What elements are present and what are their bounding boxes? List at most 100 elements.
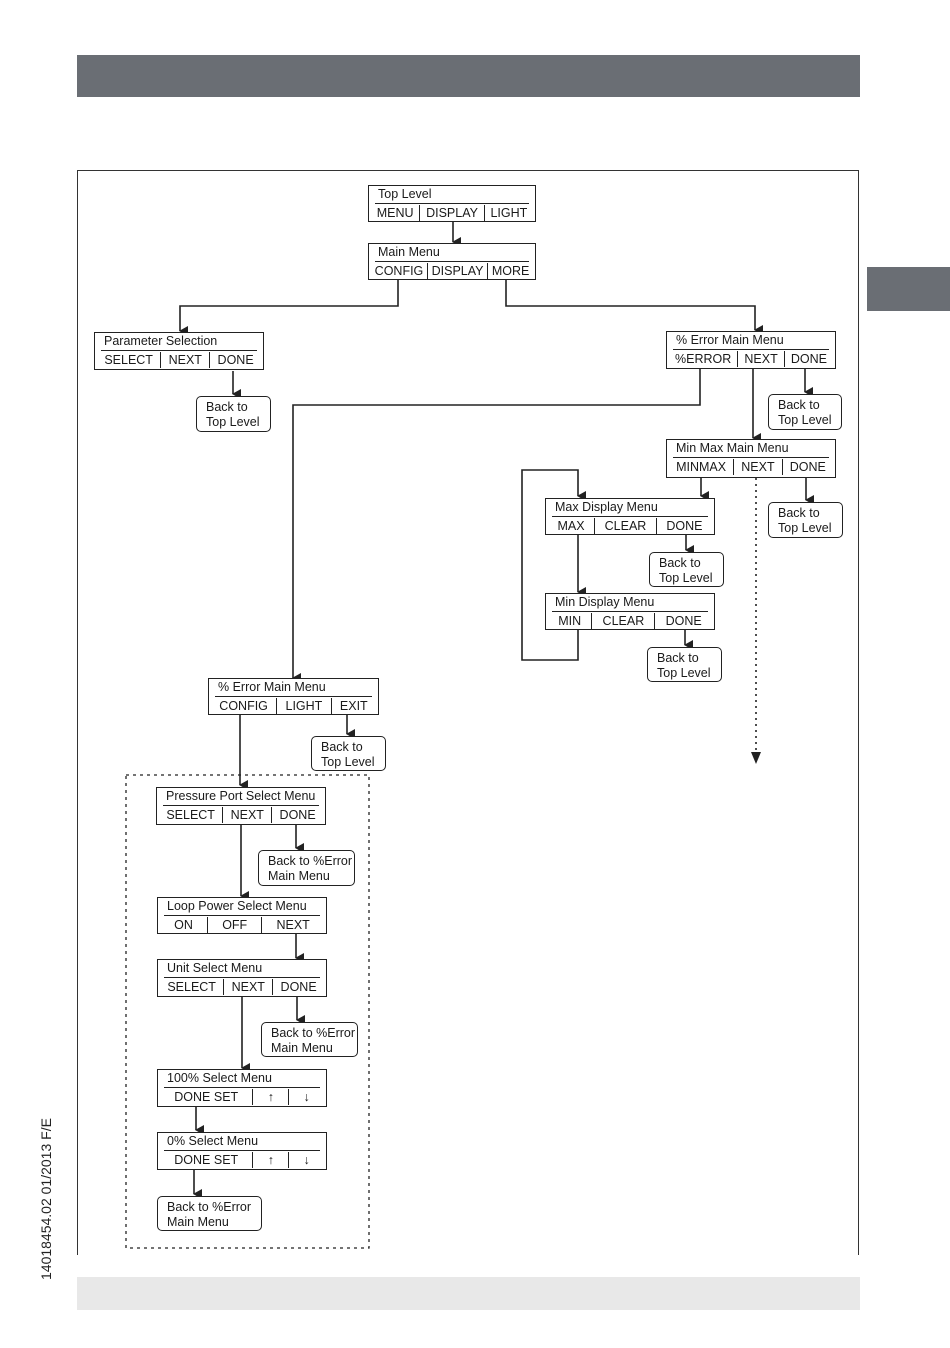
menu-title: Top Level bbox=[378, 187, 432, 201]
option-on: ON bbox=[174, 918, 193, 932]
menu-parameter-selection: Parameter Selection SELECT NEXT DONE bbox=[94, 332, 264, 370]
back-label: Back to %Error bbox=[268, 854, 353, 868]
back-label: Back to bbox=[659, 556, 701, 570]
option-display: DISPLAY bbox=[426, 263, 487, 279]
menu-error-main-right: % Error Main Menu %ERROR NEXT DONE bbox=[666, 331, 836, 369]
option-next: NEXT bbox=[222, 807, 271, 823]
menu-min-display: Min Display Menu MIN CLEAR DONE bbox=[545, 593, 715, 630]
option-more: MORE bbox=[487, 263, 533, 279]
back-label: Top Level bbox=[657, 666, 711, 680]
back-label: Back to bbox=[321, 740, 363, 754]
back-to-top-level: Back to Top Level bbox=[768, 502, 843, 538]
option-done-set: DONE SET bbox=[174, 1090, 239, 1104]
up-arrow-icon: ↑ bbox=[252, 1089, 288, 1105]
option-exit: EXIT bbox=[330, 698, 376, 714]
back-to-error-main-menu: Back to %Error Main Menu bbox=[157, 1196, 262, 1231]
footer-bar bbox=[77, 1277, 860, 1310]
back-to-top-level: Back to Top Level bbox=[768, 394, 842, 430]
down-arrow-icon: ↓ bbox=[288, 1089, 324, 1105]
menu-100-percent-select: 100% Select Menu DONE SET ↑ ↓ bbox=[157, 1069, 327, 1107]
back-label: Main Menu bbox=[271, 1041, 333, 1055]
option-error: %ERROR bbox=[675, 352, 732, 366]
menu-title: % Error Main Menu bbox=[218, 680, 326, 694]
option-select: SELECT bbox=[167, 980, 216, 994]
option-done: DONE bbox=[655, 518, 712, 534]
menu-unit-select: Unit Select Menu SELECT NEXT DONE bbox=[157, 959, 327, 997]
back-label: Back to bbox=[778, 398, 820, 412]
back-label: Back to %Error bbox=[167, 1200, 252, 1214]
option-max: MAX bbox=[557, 519, 585, 533]
option-done: DONE bbox=[783, 351, 833, 367]
back-label: Top Level bbox=[778, 413, 832, 427]
option-minmax: MINMAX bbox=[676, 460, 727, 474]
menu-min-max-main: Min Max Main Menu MINMAX NEXT DONE bbox=[666, 439, 836, 478]
menu-title: Parameter Selection bbox=[104, 334, 218, 348]
back-label: Top Level bbox=[206, 415, 260, 429]
back-label: Main Menu bbox=[167, 1215, 229, 1229]
menu-error-main-left: % Error Main Menu CONFIG LIGHT EXIT bbox=[208, 678, 379, 715]
config-submenu-region bbox=[125, 774, 370, 1249]
menu-max-display: Max Display Menu MAX CLEAR DONE bbox=[545, 498, 715, 535]
option-min: MIN bbox=[558, 614, 582, 628]
option-done: DONE bbox=[209, 352, 261, 368]
menu-loop-power-select: Loop Power Select Menu ON OFF NEXT bbox=[157, 897, 327, 934]
connector-main-to-parameter bbox=[179, 280, 399, 336]
option-next: NEXT bbox=[223, 979, 272, 995]
option-config: CONFIG bbox=[374, 264, 424, 278]
option-done: DONE bbox=[272, 979, 324, 995]
back-label: Top Level bbox=[659, 571, 713, 585]
option-done: DONE bbox=[654, 613, 712, 629]
option-light: LIGHT bbox=[276, 698, 330, 714]
option-next: NEXT bbox=[737, 351, 783, 367]
option-clear: CLEAR bbox=[591, 613, 654, 629]
back-label: Top Level bbox=[778, 521, 832, 535]
option-done-set: DONE SET bbox=[174, 1153, 239, 1167]
menu-0-percent-select: 0% Select Menu DONE SET ↑ ↓ bbox=[157, 1132, 327, 1170]
back-to-top-level: Back to Top Level bbox=[649, 552, 724, 587]
option-off: OFF bbox=[207, 917, 261, 933]
connector-min-loop bbox=[521, 469, 586, 661]
menu-title: 100% Select Menu bbox=[167, 1071, 272, 1085]
back-to-top-level: Back to Top Level bbox=[647, 647, 722, 682]
section-tab bbox=[867, 267, 950, 311]
menu-title: 0% Select Menu bbox=[167, 1134, 259, 1148]
connector-error-to-config bbox=[292, 369, 701, 683]
back-to-top-level: Back to Top Level bbox=[311, 736, 386, 771]
option-display: DISPLAY bbox=[419, 205, 483, 221]
menu-title: Main Menu bbox=[378, 245, 440, 259]
back-label: Top Level bbox=[321, 755, 375, 769]
option-done: DONE bbox=[781, 459, 833, 475]
back-to-top-level: Back to Top Level bbox=[196, 396, 271, 432]
menu-main: Main Menu CONFIG DISPLAY MORE bbox=[368, 243, 536, 280]
menu-title: % Error Main Menu bbox=[676, 333, 784, 347]
header-bar bbox=[77, 55, 860, 97]
menu-top-level: Top Level MENU DISPLAY LIGHT bbox=[368, 185, 536, 222]
menu-title: Min Display Menu bbox=[555, 595, 655, 609]
menu-title: Min Max Main Menu bbox=[676, 441, 789, 455]
option-menu: MENU bbox=[376, 206, 414, 220]
menu-title: Loop Power Select Menu bbox=[167, 899, 307, 913]
option-next: NEXT bbox=[160, 352, 209, 368]
option-clear: CLEAR bbox=[594, 518, 656, 534]
back-label: Back to %Error bbox=[271, 1026, 356, 1040]
back-label: Main Menu bbox=[268, 869, 330, 883]
option-next: NEXT bbox=[261, 917, 324, 933]
option-next: NEXT bbox=[733, 459, 782, 475]
menu-pressure-port-select: Pressure Port Select Menu SELECT NEXT DO… bbox=[156, 787, 326, 825]
back-to-error-main-menu: Back to %Error Main Menu bbox=[258, 850, 355, 886]
diagram-frame bbox=[77, 170, 859, 1255]
back-label: Back to bbox=[657, 651, 699, 665]
dotted-arrowhead bbox=[751, 752, 761, 764]
option-done: DONE bbox=[271, 807, 323, 823]
option-select: SELECT bbox=[166, 808, 215, 822]
option-select: SELECT bbox=[104, 353, 153, 367]
down-arrow-icon: ↓ bbox=[288, 1152, 324, 1168]
up-arrow-icon: ↑ bbox=[252, 1152, 288, 1168]
menu-title: Max Display Menu bbox=[555, 500, 658, 514]
back-label: Back to bbox=[206, 400, 248, 414]
back-label: Back to bbox=[778, 506, 820, 520]
connector-main-to-error-right bbox=[505, 280, 763, 335]
menu-title: Pressure Port Select Menu bbox=[166, 789, 316, 803]
menu-title: Unit Select Menu bbox=[167, 961, 263, 975]
